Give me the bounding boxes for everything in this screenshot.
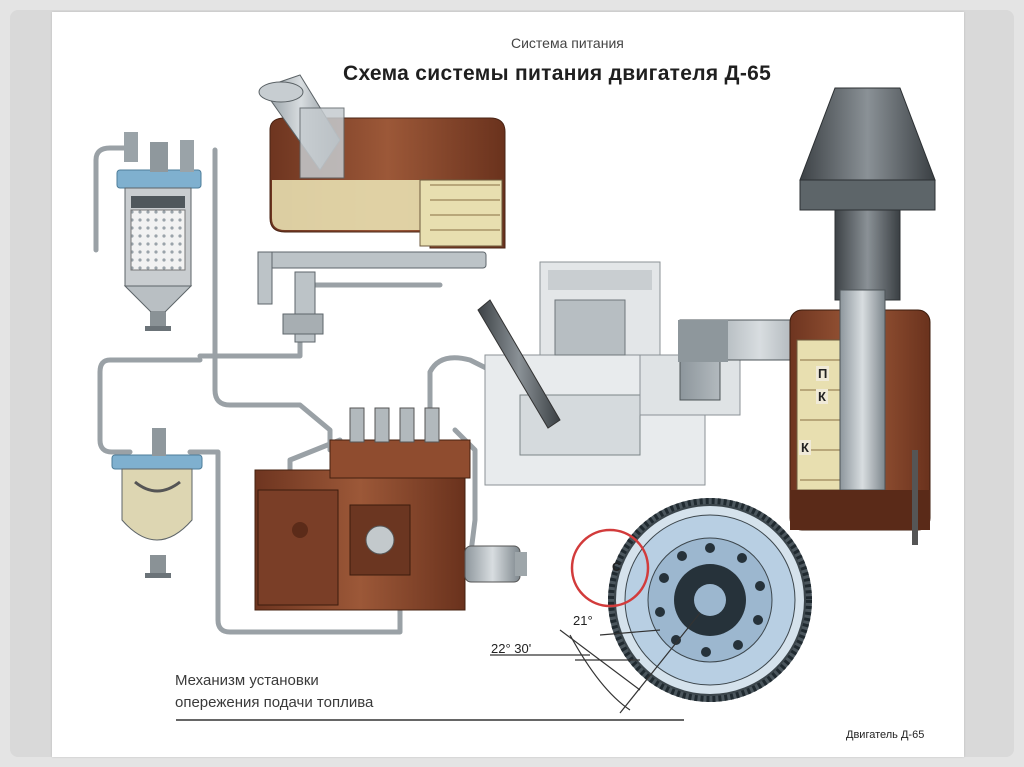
coarse-fuel-filter: [111, 428, 203, 578]
fuel-tank: [257, 74, 506, 343]
fine-fuel-filter: [116, 132, 202, 331]
page-title: Схема системы питания двигателя Д-65: [343, 62, 772, 85]
engine-label: Двигатель Д-65: [846, 729, 925, 741]
air-cleaner-label-k2: К: [799, 440, 811, 455]
subtitle: Система питания: [511, 35, 624, 51]
timing-mark-label: С: [612, 560, 621, 574]
engine-head: [477, 261, 741, 486]
air-cleaner-label-p: П: [816, 366, 830, 381]
angle-dimensions: [176, 612, 701, 721]
caption-line-1: Механизм установки: [175, 672, 319, 689]
angle-outer-label: 22° 30': [491, 641, 532, 656]
injection-pump: [254, 407, 527, 611]
angle-inner-label: 21°: [573, 613, 593, 628]
timing-mark-circle: [570, 528, 650, 608]
caption-line-2: опережения подачи топлива: [175, 694, 374, 711]
air-cleaner: [789, 87, 936, 545]
flywheel: [608, 498, 812, 702]
air-cleaner-label-k1: К: [816, 389, 828, 404]
